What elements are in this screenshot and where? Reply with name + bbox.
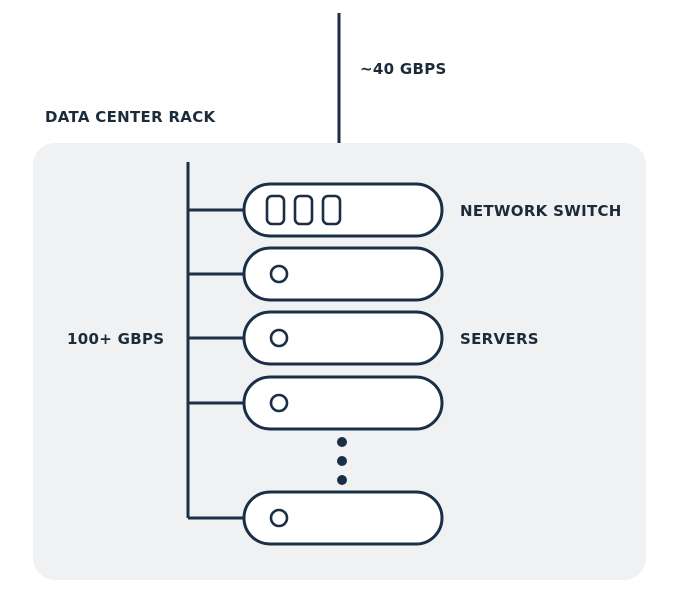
server-unit-icon (242, 246, 444, 302)
server-unit-icon (242, 310, 444, 366)
rack-title: DATA CENTER RACK (45, 108, 216, 126)
network-switch-unit-icon (242, 182, 444, 238)
backplane-speed-label: 100+ GBPS (67, 330, 165, 348)
servers-label: SERVERS (460, 330, 539, 348)
vertical-ellipsis-icon (337, 437, 347, 485)
uplink-speed-label: ~40 GBPS (360, 60, 447, 78)
server-unit-icon (242, 375, 444, 431)
network-switch-label: NETWORK SWITCH (460, 202, 622, 220)
server-unit-icon (242, 490, 444, 546)
